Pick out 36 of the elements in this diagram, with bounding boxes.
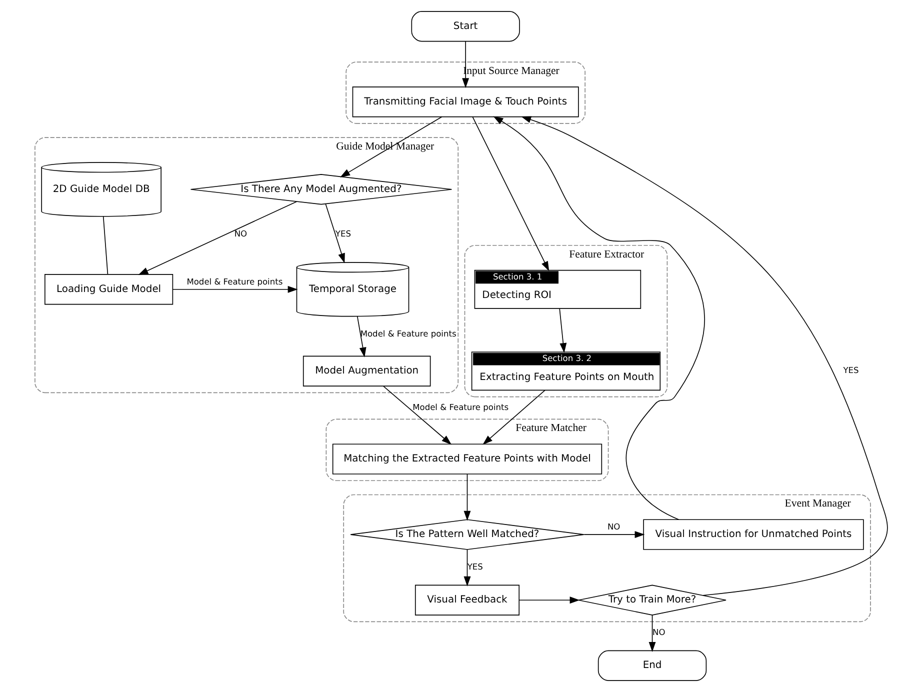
arrow: [462, 41, 469, 88]
node-diamond: Try to Train More?: [578, 584, 726, 616]
node-box: Visual Instruction for Unmatched Points: [642, 519, 864, 550]
arrow: [558, 308, 566, 354]
node-diamond: Is The Pattern Well Matched?: [350, 519, 584, 550]
edge-label: NO: [606, 522, 620, 532]
node-box: Start: [410, 11, 520, 42]
arrow: [138, 201, 297, 275]
node-box: Loading Guide Model: [44, 274, 173, 305]
edge-label: YES: [466, 561, 482, 572]
node-box: Model Augmentation: [302, 356, 430, 386]
edge-label: NO: [652, 626, 665, 637]
arrow: [648, 614, 656, 652]
arrow: [472, 116, 549, 272]
arrow: [520, 116, 888, 596]
arrow: [356, 316, 366, 358]
arrow: [324, 203, 344, 264]
arrow: [382, 386, 452, 445]
node-diamond: Is There Any Model Augmented?: [190, 174, 452, 205]
arrow: [518, 596, 580, 604]
node-box: Matching the Extracted Feature Points with Model: [332, 444, 602, 474]
edge-label: YES: [842, 365, 858, 376]
node-box: End: [597, 650, 706, 681]
connector: [102, 216, 108, 275]
arrow: [463, 474, 470, 521]
edge-label: Model & Feature points: [186, 276, 282, 286]
edge-label: Model & Feature points: [412, 402, 508, 412]
arrow: [583, 531, 644, 538]
arrow: [172, 286, 298, 293]
arrow: [492, 116, 705, 520]
arrow: [463, 549, 470, 586]
edge-label: NO: [234, 228, 247, 238]
edge-label: Model & Feature points: [360, 328, 456, 338]
edge-label: YES: [334, 228, 350, 238]
node-box: Visual Feedback: [414, 584, 520, 616]
node-box: Transmitting Facial Image & Touch Points: [352, 86, 578, 118]
